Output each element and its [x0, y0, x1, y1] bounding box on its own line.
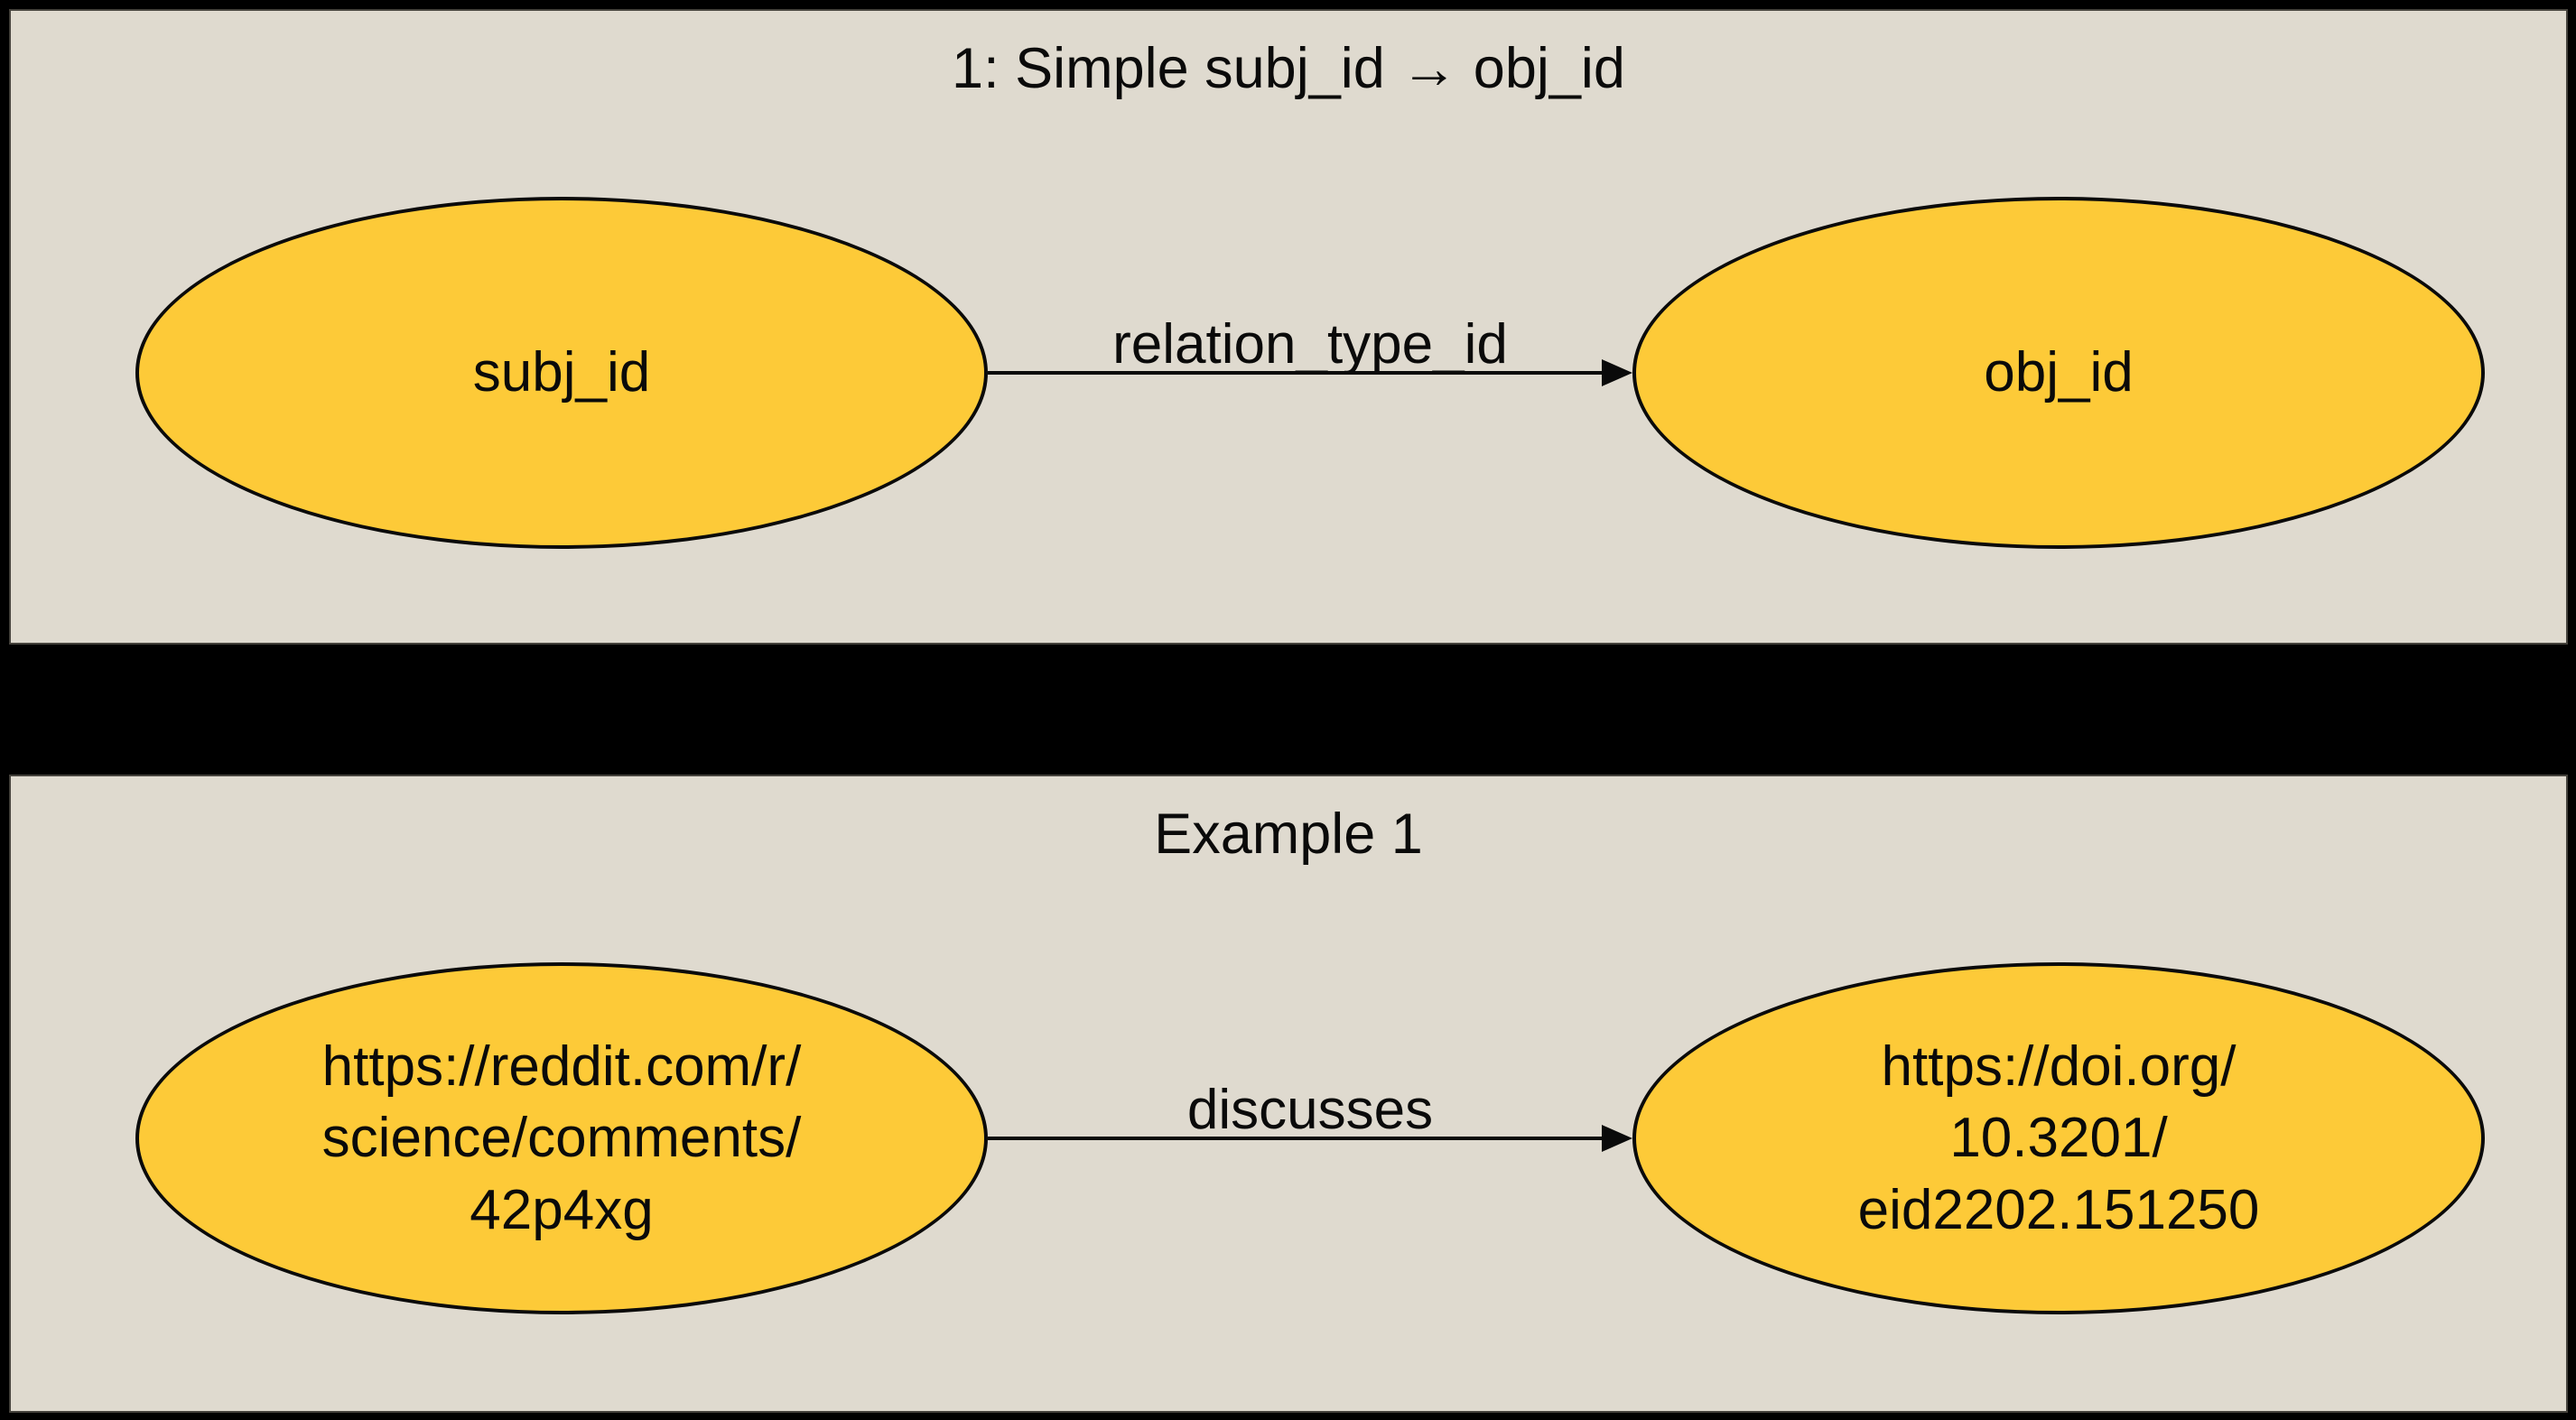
panel-title: 1: Simple subj_id → obj_id	[952, 37, 1625, 100]
arrowhead-icon	[1602, 359, 1632, 386]
relation-arrow-line	[988, 371, 1604, 375]
node-text-line: obj_id	[1984, 341, 2134, 404]
subject-node: subj_id	[135, 197, 988, 549]
relation-arrow-line	[988, 1137, 1604, 1140]
subject-node-label: https://reddit.com/r/ science/comments/ …	[322, 1031, 802, 1246]
node-text-line: eid2202.151250	[1857, 1178, 2260, 1241]
node-text-line: https://reddit.com/r/	[321, 1035, 802, 1098]
subject-node: https://reddit.com/r/ science/comments/ …	[135, 962, 988, 1314]
node-text-line: science/comments/	[321, 1107, 802, 1170]
relation-arrow-label: relation_type_id	[1112, 313, 1508, 376]
panel-title: Example 1	[1154, 803, 1423, 866]
panel-example-1: Example 1 https://reddit.com/r/ science/…	[9, 775, 2568, 1413]
relation-arrow-label: discusses	[1186, 1079, 1434, 1141]
object-node: obj_id	[1632, 197, 2485, 549]
node-text-line: subj_id	[472, 341, 651, 404]
node-text-line: 10.3201/	[1949, 1107, 2168, 1170]
subject-node-label: subj_id	[473, 337, 650, 408]
arrowhead-icon	[1602, 1125, 1632, 1152]
object-node-label: obj_id	[1984, 337, 2133, 408]
panel-simple-schema: 1: Simple subj_id → obj_id subj_id relat…	[9, 9, 2568, 645]
object-node: https://doi.org/ 10.3201/ eid2202.151250	[1632, 962, 2485, 1314]
node-text-line: https://doi.org/	[1881, 1035, 2237, 1098]
node-text-line: 42p4xg	[470, 1178, 654, 1241]
object-node-label: https://doi.org/ 10.3201/ eid2202.151250	[1858, 1031, 2260, 1246]
